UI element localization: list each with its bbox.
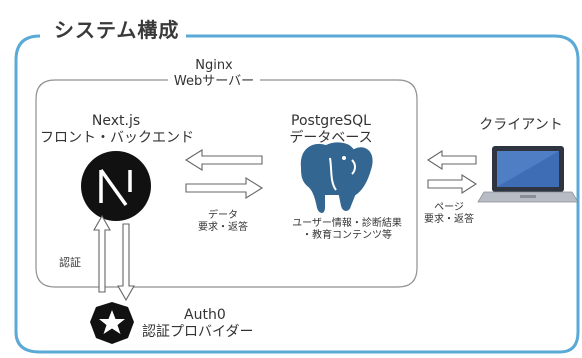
nextjs-label: Next.js フロント・バックエンド — [40, 113, 194, 147]
auth-arrows-icon — [93, 214, 135, 302]
auth0-label: Auth0 認証プロバイダー — [142, 307, 268, 341]
laptop-icon — [477, 146, 579, 203]
data-arrow-caption: データ 要求・返答 — [184, 210, 262, 234]
diagram-title: システム構成 — [54, 18, 180, 42]
nginx-name: Nginx — [195, 58, 233, 73]
postgres-label: PostgreSQL データベース — [276, 113, 386, 147]
postgresql-elephant-icon — [298, 140, 375, 215]
postgres-description: ユーザー情報・診断結果 ・教育コンテンツ等 — [280, 218, 414, 242]
auth-arrow-caption: 認証 — [59, 256, 81, 269]
page-arrows-icon — [426, 149, 478, 195]
postgres-name: PostgreSQL — [291, 113, 371, 129]
nginx-role: Webサーバー — [173, 73, 255, 89]
outer-frame — [14, 34, 580, 354]
auth0-name: Auth0 — [184, 307, 226, 323]
auth0-logo-icon — [90, 302, 134, 344]
nginx-server-box — [35, 79, 418, 288]
nextjs-name: Next.js — [91, 113, 141, 129]
client-label: クライアント — [479, 117, 563, 133]
postgres-role: データベース — [289, 129, 373, 146]
postgres-description-line1: ユーザー情報・診断結果 — [292, 218, 402, 229]
postgres-description-line2: ・教育コンテンツ等 — [302, 230, 392, 241]
page-arrow-caption-line2: 要求・返答 — [424, 214, 474, 225]
page-arrow-caption-line1: ページ — [434, 202, 464, 213]
data-arrows-icon — [184, 149, 264, 199]
data-arrow-caption-line2: 要求・返答 — [198, 222, 248, 233]
nginx-label: Nginx Webサーバー — [168, 58, 260, 89]
page-arrow-caption: ページ 要求・返答 — [416, 202, 482, 226]
nextjs-logo-icon — [81, 151, 151, 221]
auth0-role: 認証プロバイダー — [142, 323, 254, 340]
nextjs-role: フロント・バックエンド — [40, 129, 194, 146]
data-arrow-caption-line1: データ — [208, 210, 238, 221]
